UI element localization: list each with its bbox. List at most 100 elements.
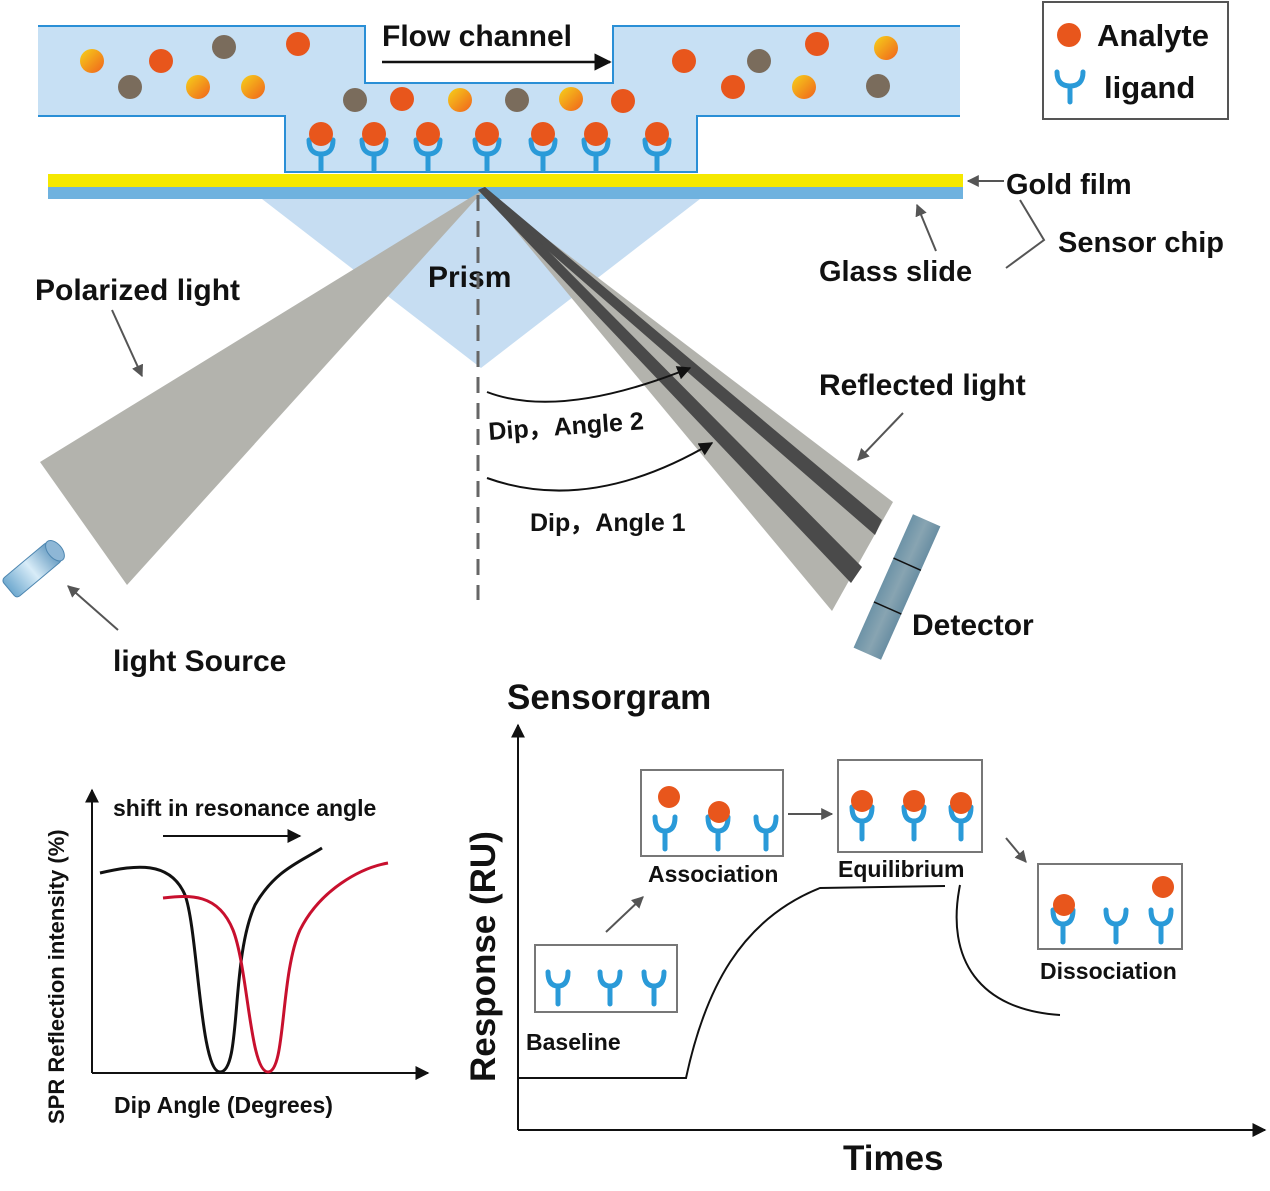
analyte-dot-icon	[584, 122, 608, 146]
sensorgram-dissociation-curve	[955, 884, 1061, 1016]
analyte-dot-icon	[475, 122, 499, 146]
stage-dissociation-ligands	[1050, 876, 1174, 945]
spr-annotation: shift in resonance angle	[113, 795, 376, 821]
analyte-dot-icon	[708, 801, 730, 823]
spr-y-label: SPR Reflection intensity (%)	[44, 829, 69, 1124]
analyte-dot-icon	[792, 75, 816, 99]
polarized-light-pointer	[111, 309, 143, 378]
other-molecule-icon	[343, 88, 367, 112]
reflected-light-label: Reflected light	[819, 369, 1026, 402]
ligand-y-icon	[753, 814, 779, 852]
stage-dissociation: Dissociation	[1037, 863, 1183, 984]
angle-2-label: Dip，Angle 2	[487, 407, 644, 446]
prism-label: Prism	[428, 261, 511, 294]
analyte-dot-icon	[186, 75, 210, 99]
analyte-dot-icon	[950, 792, 972, 814]
analyte-dot-icon	[645, 122, 669, 146]
analyte-dot-icon	[362, 122, 386, 146]
analyte-dot-icon	[903, 790, 925, 812]
spr-curve-angle-2	[162, 861, 389, 1074]
prism	[262, 199, 700, 368]
ligand-y-icon	[642, 137, 672, 173]
stage-baseline-label: Baseline	[526, 1029, 621, 1055]
sensorgram-curve	[518, 885, 946, 1079]
analyte-dot-icon	[721, 75, 745, 99]
ligand-y-icon	[472, 137, 502, 173]
polarized-light-beam	[40, 188, 486, 585]
glass-slide	[48, 187, 963, 199]
analyte-dot-icon	[241, 75, 265, 99]
glass-slide-pointer	[915, 203, 937, 252]
ligand-y-icon	[901, 804, 927, 842]
legend-analyte-label: Analyte	[1097, 18, 1209, 53]
sensor-chip-label: Sensor chip	[1058, 227, 1224, 259]
stage-dissociation-label: Dissociation	[1040, 958, 1177, 984]
ligand-y-icon	[948, 804, 974, 842]
glass-slide-label: Glass slide	[819, 256, 972, 288]
light-source-pointer	[67, 585, 119, 631]
stage-association-ligands	[652, 786, 779, 852]
ligand-y-icon	[545, 969, 571, 1007]
ligand-y-icon	[1103, 907, 1129, 945]
legend-analyte-icon	[1057, 23, 1081, 47]
sensorgram: Sensorgram Response (RU) Times Baseline …	[464, 678, 1267, 1178]
gold-film-label: Gold film	[1006, 169, 1132, 201]
legend-box	[1042, 1, 1229, 120]
ligand-y-icon	[306, 137, 336, 173]
light-source-icon	[2, 539, 65, 598]
flow-channel: Flow channel	[38, 20, 960, 173]
other-molecule-icon	[118, 75, 142, 99]
polarized-light-label: Polarized light	[35, 274, 240, 307]
detector-label: Detector	[912, 609, 1034, 642]
analyte-dot-icon	[416, 122, 440, 146]
ligand-y-icon	[597, 969, 623, 1007]
sensor-chip	[48, 174, 963, 199]
analyte-dot-icon	[805, 32, 829, 56]
other-molecule-icon	[866, 74, 890, 98]
ligand-y-icon	[652, 814, 678, 852]
analyte-dot-icon	[658, 786, 680, 808]
light-source-label: light Source	[113, 645, 286, 678]
stage-baseline-ligands	[545, 969, 667, 1007]
ligand-y-icon	[413, 137, 443, 173]
analyte-dot-icon	[80, 49, 104, 73]
flow-channel-body	[38, 26, 960, 172]
analyte-dot-icon	[559, 87, 583, 111]
angle-1-label: Dip，Angle 1	[530, 509, 686, 537]
ligand-y-icon	[1050, 907, 1076, 945]
ligand-y-icon	[581, 137, 611, 173]
analyte-dot-icon	[672, 49, 696, 73]
sensorgram-x-label: Times	[843, 1139, 944, 1178]
ligand-y-icon	[1148, 907, 1174, 945]
sensor-chip-brace	[1005, 199, 1046, 269]
arrow-equilibrium-to-dissociation	[1005, 837, 1027, 863]
stage-association-label: Association	[648, 861, 778, 887]
stage-equilibrium-ligands	[849, 790, 974, 842]
other-molecule-icon	[747, 49, 771, 73]
flow-channel-outline	[38, 25, 960, 173]
flow-channel-label: Flow channel	[382, 20, 572, 53]
analyte-dot-icon	[874, 36, 898, 60]
ligand-y-icon	[359, 137, 389, 173]
stage-equilibrium-label: Equilibrium	[838, 856, 965, 882]
legend-ligand-icon	[1054, 69, 1086, 105]
spr-curve-angle-1	[99, 846, 323, 1074]
legend: Analyte ligand	[1042, 1, 1229, 120]
analyte-dot-icon	[1053, 894, 1075, 916]
reflected-light-pointer	[857, 412, 904, 461]
angle-1-arc	[486, 442, 714, 492]
stage-baseline: Baseline	[526, 944, 678, 1055]
analyte-dot-icon	[390, 87, 414, 111]
legend-ligand-label: ligand	[1104, 70, 1195, 105]
analyte-dot-icon	[1152, 876, 1174, 898]
reflected-dip-band-2	[478, 187, 862, 583]
ligand-y-icon	[528, 137, 558, 173]
ligand-y-icon	[705, 814, 731, 852]
analyte-dot-icon	[531, 122, 555, 146]
sensorgram-y-label: Response (RU)	[464, 831, 503, 1082]
analyte-dot-icon	[309, 122, 333, 146]
ligand-y-icon	[641, 969, 667, 1007]
analyte-dot-icon	[286, 32, 310, 56]
